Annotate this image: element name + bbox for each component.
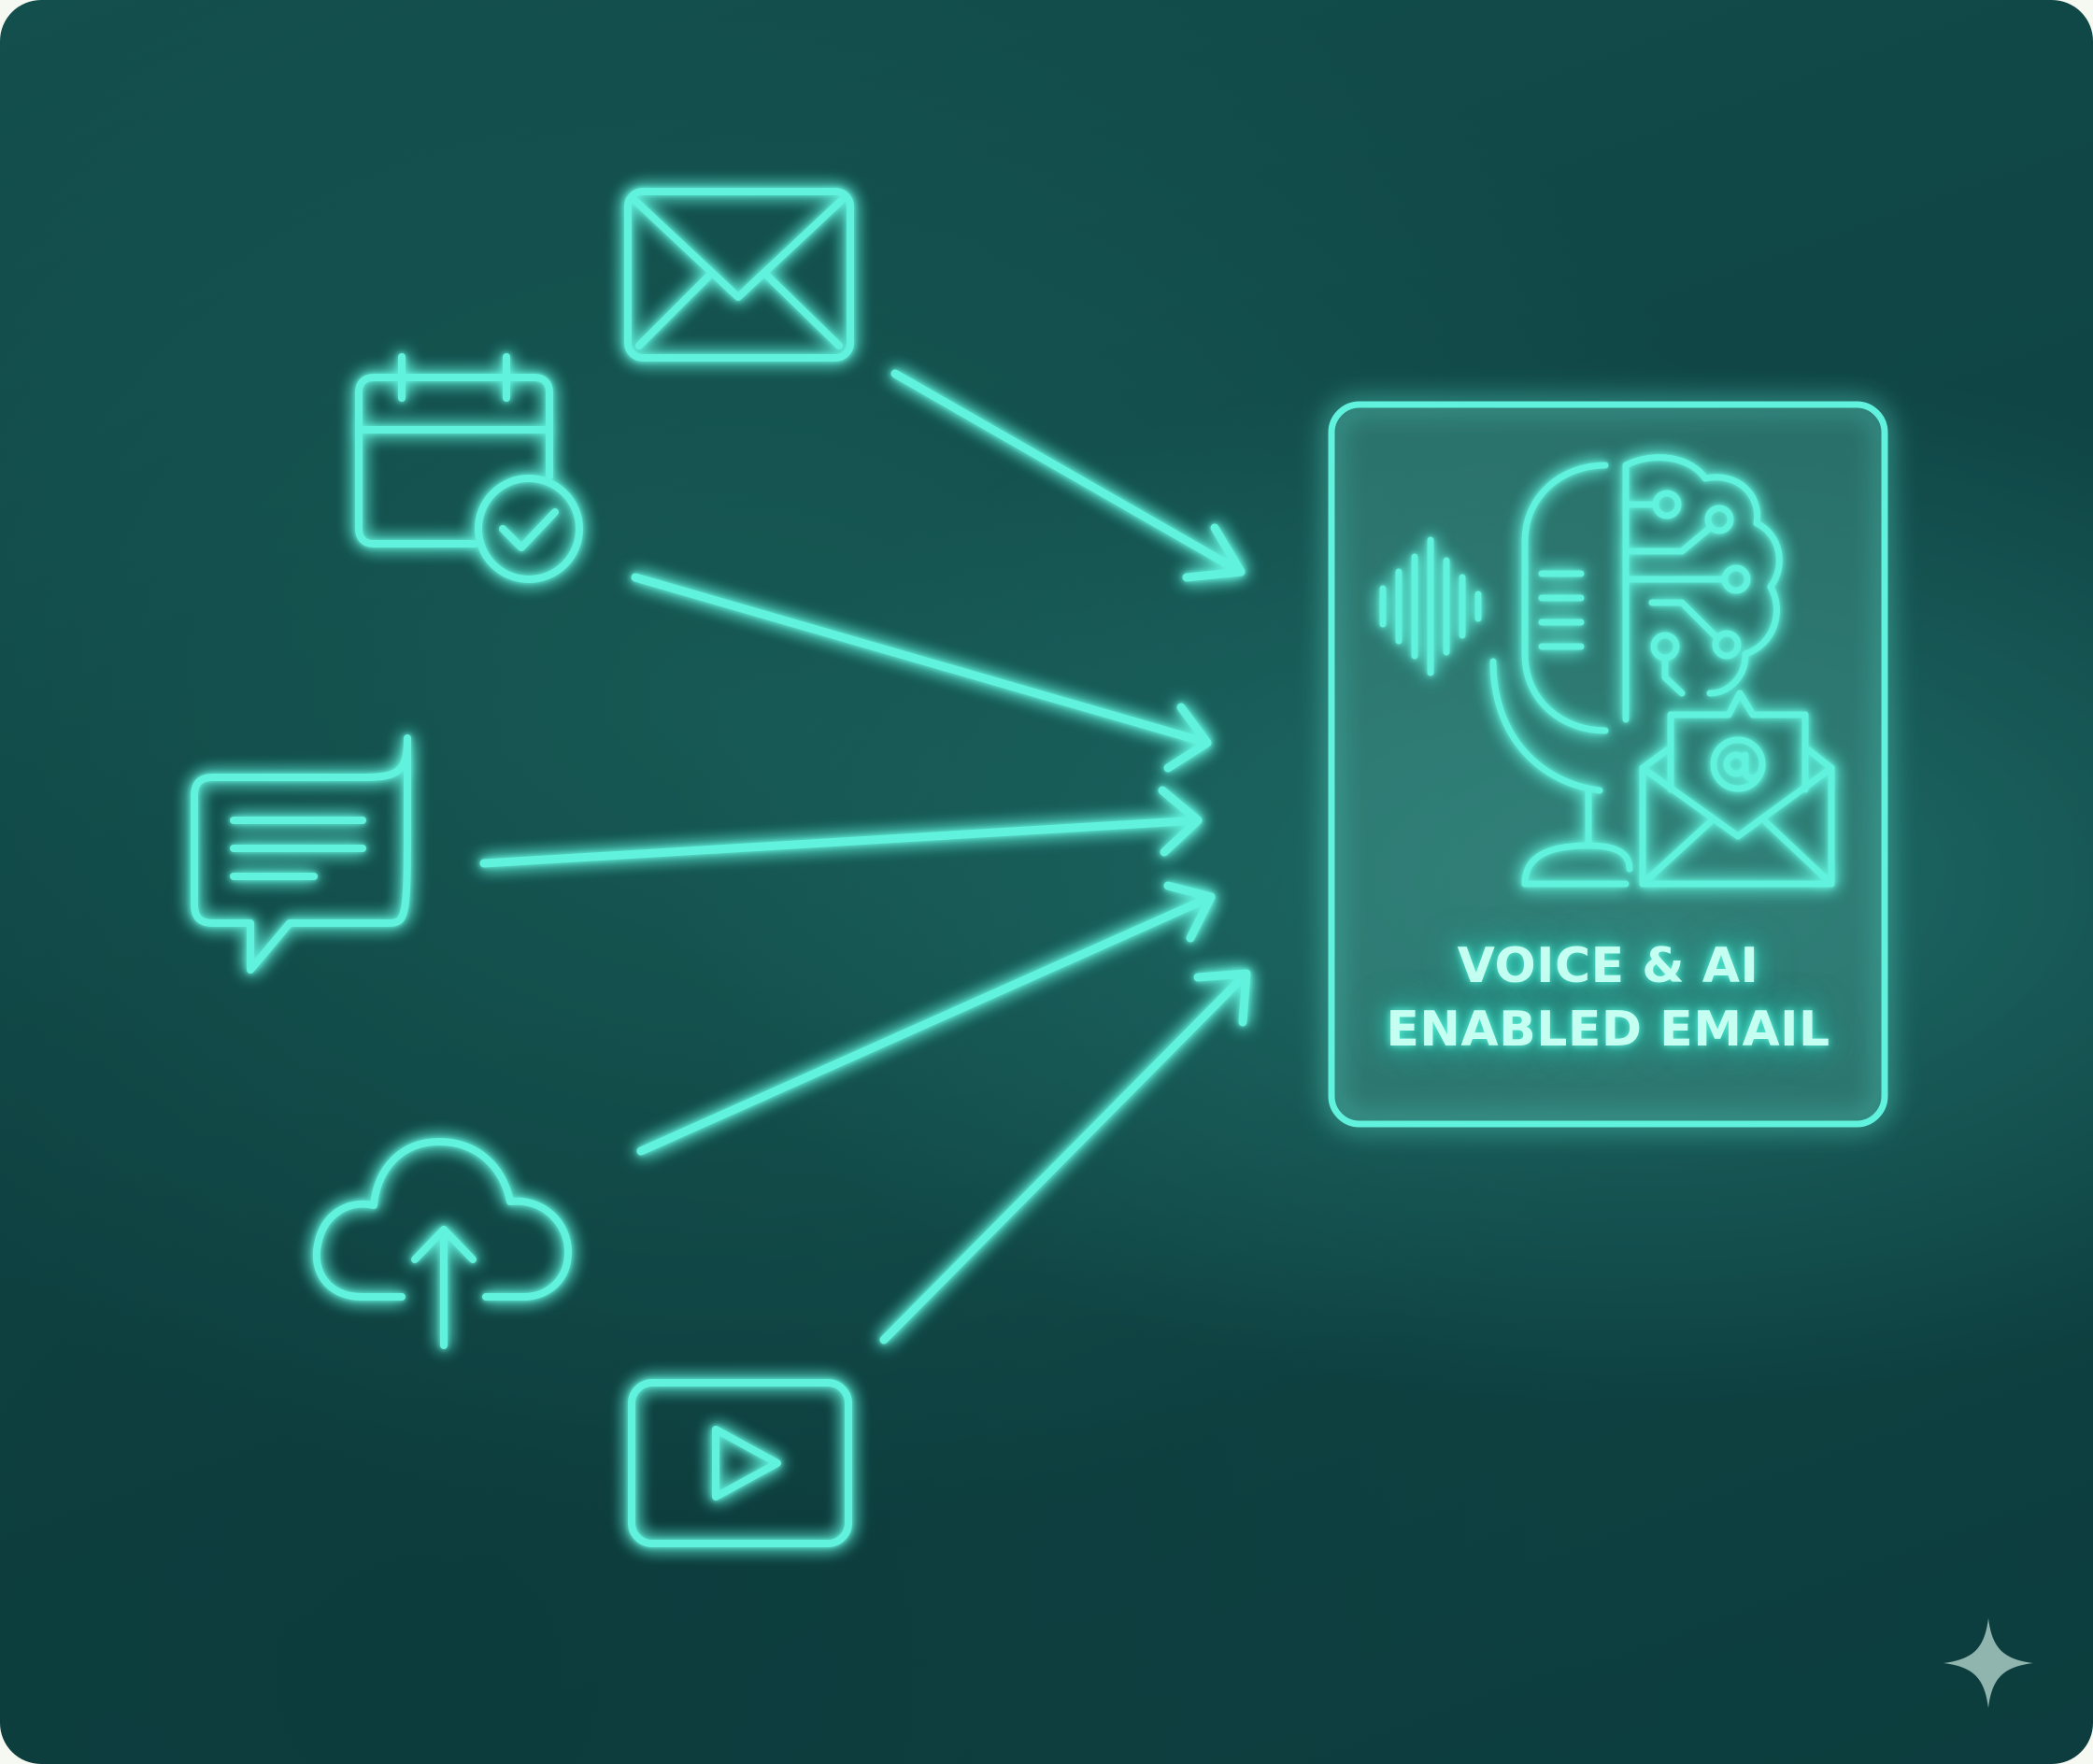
- video-play-icon: [628, 1379, 852, 1547]
- arrow-chat-to-card: [479, 786, 1203, 868]
- envelope-icon: [624, 188, 854, 362]
- arrow-cloud-to-card: [636, 881, 1216, 1156]
- arrow-envelope-to-card: [890, 369, 1246, 582]
- cloud-upload-icon: [312, 1138, 572, 1349]
- arrow-calendar-to-card: [631, 573, 1212, 773]
- chat-message-icon: [191, 734, 411, 974]
- target-card-title-line2: ENABLED EMAIL: [1386, 1002, 1830, 1058]
- open-envelope-at-icon: [1639, 690, 1835, 888]
- arrow-video-to-card: [879, 969, 1251, 1344]
- target-card-title-line1: VOICE & AI: [1457, 938, 1759, 994]
- calendar-check-icon: [355, 353, 583, 583]
- microphone-icon: [1489, 462, 1633, 888]
- sparkle-icon: [1944, 1618, 2033, 1708]
- ai-brain-circuit-icon: [1622, 454, 1783, 723]
- target-card-title: VOICE & AI ENABLED EMAIL: [1331, 934, 1885, 1061]
- sound-wave-icon: [1379, 536, 1482, 676]
